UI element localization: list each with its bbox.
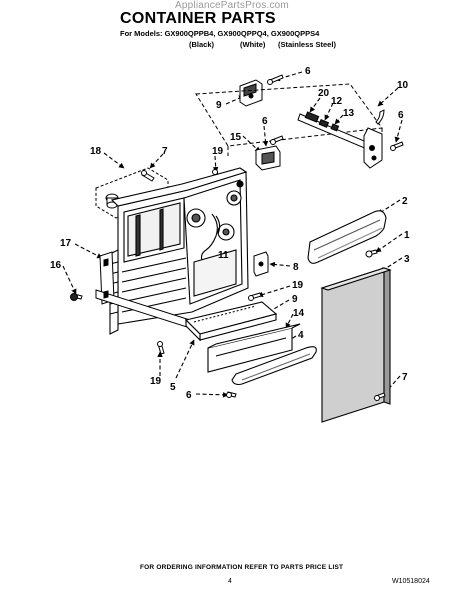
color-white: (White) [240, 40, 266, 49]
part-7-screw-lower-right [374, 392, 386, 401]
callout-7-lower: 7 [402, 372, 408, 383]
part-14-handle [231, 346, 317, 386]
part-5-lower-tray [184, 301, 278, 342]
callout-12: 12 [331, 96, 343, 107]
callout-20: 20 [318, 88, 330, 99]
part-7-screw-left [141, 170, 155, 182]
callout-6-middle: 6 [262, 116, 268, 127]
watermark: AppliancePartsPros.com [175, 0, 289, 11]
part-19-screw-lower [157, 341, 165, 355]
callout-19-upper: 19 [212, 146, 224, 157]
callout-6-top: 6 [305, 66, 311, 77]
part-16-screw [70, 293, 83, 301]
callout-19-middle: 19 [292, 280, 304, 291]
color-black: (Black) [189, 40, 215, 49]
callout-6-lower: 6 [186, 390, 192, 401]
part-1-screw [365, 249, 378, 258]
part-2-top-trim [307, 210, 387, 264]
callout-19-lower: 19 [150, 376, 162, 387]
part-11-wire-harness [200, 213, 221, 261]
part-10-bracket-outline [195, 83, 383, 156]
callout-14: 14 [293, 308, 305, 319]
document-number: W10518024 [392, 578, 430, 585]
callout-16: 16 [50, 260, 62, 271]
callout-3: 3 [404, 254, 410, 265]
page-title: CONTAINER PARTS [120, 10, 276, 27]
part-6-screw-middle [270, 135, 284, 145]
part-8-small-bracket [253, 251, 269, 277]
part-3-front-panel [320, 267, 392, 423]
callout-9-middle: 9 [292, 294, 298, 305]
part-20-12-13-spring-parts [304, 111, 340, 132]
part-6-screw-right [390, 141, 404, 151]
part-6-screw-top [267, 74, 284, 85]
color-stainless: (Stainless Steel) [278, 40, 336, 49]
callout-9-top: 9 [216, 100, 222, 111]
callout-5: 5 [170, 382, 176, 393]
callout-2: 2 [402, 196, 408, 207]
page-number: 4 [228, 578, 232, 585]
model-list: For Models: GX900QPPB4, GX900QPPQ4, GX90… [120, 29, 320, 38]
callout-1: 1 [404, 230, 410, 241]
callout-6-right: 6 [398, 110, 404, 121]
callout-10: 10 [397, 80, 409, 91]
part-6-screw-lower [226, 391, 237, 398]
callout-15: 15 [230, 132, 242, 143]
callout-labels: 6 9 10 20 12 13 6 15 6 18 7 19 2 1 3 11 … [50, 66, 410, 401]
callout-11: 11 [218, 250, 229, 261]
ordering-note: FOR ORDERING INFORMATION REFER TO PARTS … [140, 564, 344, 571]
part-15-latch-bracket [255, 145, 281, 171]
part-9-screw-middle [248, 292, 262, 301]
part-10-rod-assembly [297, 109, 385, 169]
part-9-hinge-block [239, 79, 263, 107]
callout-8: 8 [293, 262, 299, 273]
callout-7-left: 7 [162, 146, 168, 157]
callout-18: 18 [90, 146, 102, 157]
part-4-drawer-front [207, 323, 301, 373]
callout-17: 17 [60, 238, 72, 249]
callout-4: 4 [298, 330, 304, 341]
callout-13: 13 [343, 108, 355, 119]
